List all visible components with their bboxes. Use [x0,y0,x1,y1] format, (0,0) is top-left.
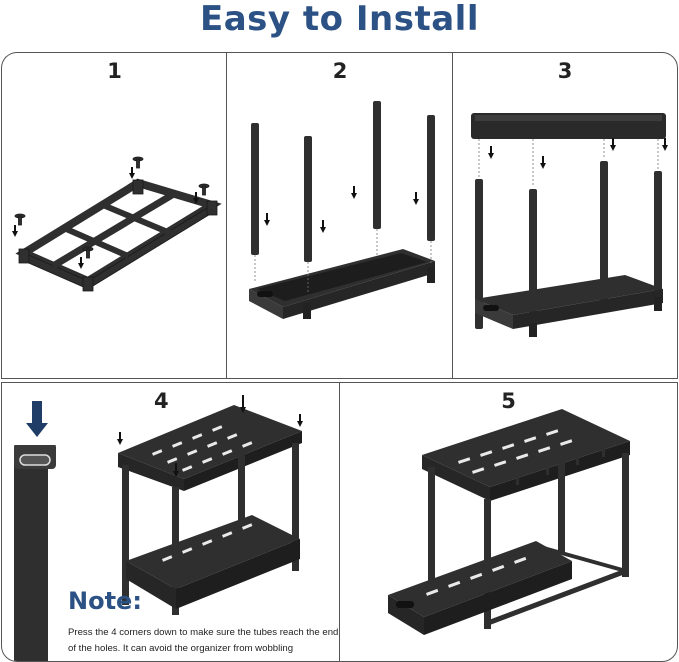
tube-closeup [2,401,60,661]
step-number: 5 [501,389,516,413]
assembled-organizer-illustration [2,395,303,661]
step-5-panel: 5 [339,382,678,662]
sliding-drawer-illustration [388,409,630,635]
step-3-panel: 3 [452,52,678,379]
step-1-panel: 1 [1,52,227,379]
step-number: 2 [332,59,348,83]
tubes-and-basket-illustration [249,101,435,319]
base-frame-illustration [12,156,222,292]
step-number: 3 [557,59,573,83]
note-heading: Note: [68,587,142,615]
step-number: 4 [154,389,169,413]
top-shelf-illustration [471,113,668,337]
page-title: Easy to Install [200,0,479,39]
step-4-panel: 4 [1,382,340,662]
note-text: Press the 4 corners down to make sure th… [68,627,339,654]
step-number: 1 [107,59,122,83]
step-2-panel: 2 [226,52,453,379]
